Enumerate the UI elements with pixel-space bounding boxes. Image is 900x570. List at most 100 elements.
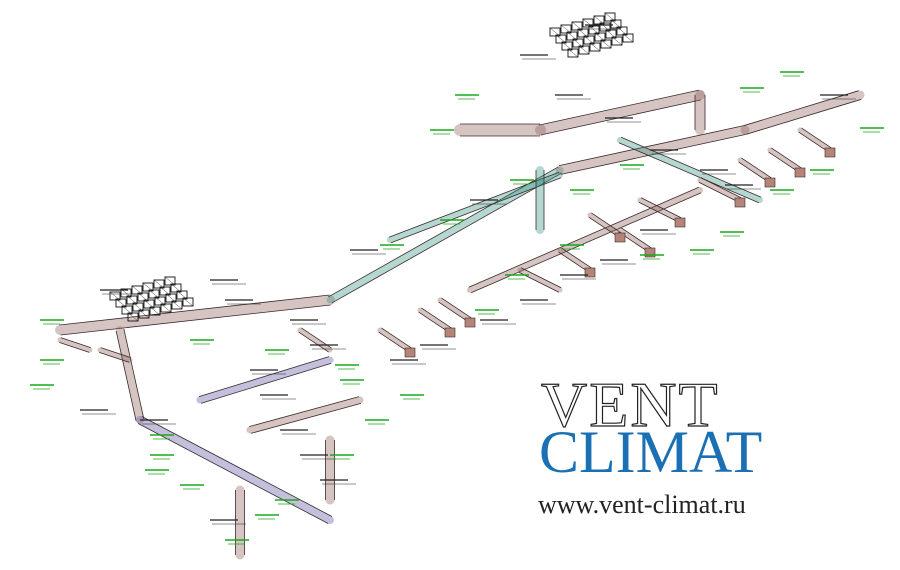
ahu-north-cell [560, 24, 572, 34]
ahu-north-cell [616, 26, 628, 36]
ahu-north-cell [610, 19, 622, 29]
ahu-west-cell [127, 312, 139, 322]
duct-stub-edge [418, 311, 449, 333]
duct-stub-fill [737, 157, 773, 183]
ahu-north-cell [571, 21, 583, 31]
air-handling-units [109, 12, 634, 322]
duct-main-center-fill [326, 166, 564, 304]
ahu-north-cell [604, 12, 616, 22]
ahu-west-cell [131, 285, 143, 295]
duct-stub-edge [378, 331, 409, 353]
duct-branch-center-edge [390, 177, 562, 244]
logo-word-vent: VENT [541, 372, 720, 434]
diffuser-elbow [404, 347, 416, 358]
duct-stub-fill [587, 212, 623, 238]
duct-main-center-edge [328, 166, 559, 298]
duct-south-run-edge [137, 423, 329, 524]
ahu-north-cell [567, 48, 579, 58]
duct-branch-south-edge [471, 192, 702, 294]
ahu-west-cell [148, 289, 160, 299]
duct-stub-edge [768, 151, 799, 173]
diffuser-elbow [764, 177, 776, 188]
ahu-north-cell [582, 18, 594, 28]
duct-stub-edge [591, 212, 622, 234]
duct-stub-edge [60, 337, 91, 349]
diffuser-elbow [614, 232, 626, 243]
duct-main-east-edge [558, 125, 745, 166]
duct-south-branch-fill [196, 356, 334, 404]
duct-stub-edge [640, 197, 682, 219]
duct-stub-fill [377, 327, 413, 353]
duct-south-run-fill [136, 416, 334, 524]
duct-south-branch-edge [198, 356, 330, 398]
duct-stub-edge [741, 157, 772, 179]
duct-stub-fill [767, 147, 803, 173]
duct-stub-edge [698, 181, 740, 203]
ahu-north-cell [611, 36, 623, 46]
ahu-north-cell [572, 38, 584, 48]
diffuser-elbow [584, 267, 596, 278]
duct-stub-edge [421, 307, 452, 329]
ahu-north-cell [599, 22, 611, 32]
ahu-west-cell [171, 300, 183, 310]
duct-stub-edge [738, 161, 769, 183]
duct-branch-center-fill [387, 172, 563, 243]
duct-south-run-edge [141, 416, 333, 517]
ahu-west-cell [121, 305, 133, 315]
logo-word-vent-text: VENT [541, 372, 720, 434]
ahu-west-hatch [149, 306, 161, 316]
duct-stub-fill [297, 327, 333, 353]
ahu-west-cell [142, 282, 154, 292]
duct-branch-south-fill [467, 187, 703, 293]
duct-main-northeast-edge [746, 98, 862, 135]
ahu-north-hatch [622, 33, 634, 43]
ahu-north-cell [605, 29, 617, 39]
ahu-west-cell [126, 295, 138, 305]
duct-stub-fill [417, 307, 453, 333]
duct-main-west-edge [59, 294, 330, 326]
ahu-north-cell [593, 15, 605, 25]
diffuser-elbow [444, 327, 456, 338]
duct-stub-edge [801, 127, 832, 149]
duct-main-west-edge [60, 304, 331, 336]
duct-stub-fill [437, 297, 473, 323]
duct-stub-edge [441, 297, 472, 319]
duct-stub-edge [438, 301, 469, 323]
duct-top-loop-edge [538, 89, 700, 126]
ahu-west-cell [170, 283, 182, 293]
ahu-north-hatch [611, 36, 623, 46]
duct-branch-east-edge [618, 142, 759, 204]
ahu-west-hatch [182, 297, 194, 307]
ahu-north-cell [578, 45, 590, 55]
diffuser-elbow [644, 247, 656, 258]
ahu-west-cell [137, 292, 149, 302]
duct-stub-edge [700, 177, 742, 199]
duct-branch-center-edge [388, 171, 560, 238]
ahu-north-cell [594, 32, 606, 42]
ahu-north-cell [600, 39, 612, 49]
duct-main-northeast-fill [740, 90, 865, 135]
ahu-west-hatch [160, 303, 172, 313]
duct-stub-edge [381, 327, 412, 349]
duct-stub-edge [59, 341, 90, 353]
diffuser-elbow [734, 197, 746, 208]
duct-stub-edge [638, 201, 680, 223]
ahu-west-cell [138, 309, 150, 319]
duct-network [55, 89, 865, 560]
ahu-west-cell [160, 303, 172, 313]
duct-south-riser-edge [123, 329, 145, 420]
ahu-west-cell [176, 290, 188, 300]
logo-url: www.vent-climat.ru [538, 490, 746, 519]
duct-stub-edge [561, 247, 592, 269]
ahu-north-cell [583, 35, 595, 45]
duct-stub-fill [97, 347, 133, 363]
ahu-west-cell [165, 293, 177, 303]
duct-south-riser-fill [116, 326, 144, 424]
ahu-west-cell [154, 296, 166, 306]
duct-branch-east-edge [621, 136, 762, 198]
duct-south-branch-edge [200, 362, 332, 404]
ahu-west-hatch [138, 309, 150, 319]
duct-stub-fill [517, 267, 563, 293]
ahu-north-hatch [578, 45, 590, 55]
